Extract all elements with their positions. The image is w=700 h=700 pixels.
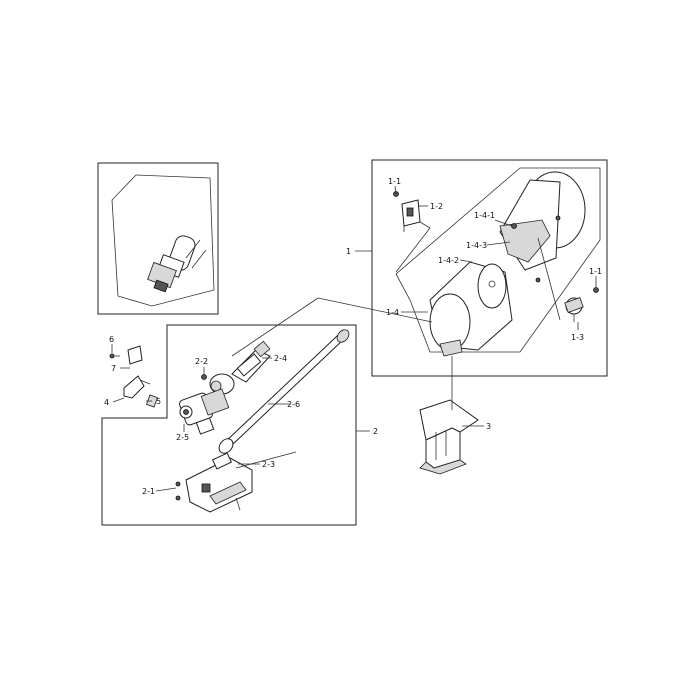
- label-2-3: 2-3: [262, 460, 275, 469]
- label-1-1a: 1-1: [388, 177, 401, 186]
- manifold-bracket: [185, 452, 253, 513]
- label-3: 3: [486, 422, 491, 431]
- burner-tube: [218, 329, 350, 454]
- label-2-6: 2-6: [287, 400, 300, 409]
- label-6: 6: [109, 335, 114, 344]
- label-1: 1: [346, 247, 351, 256]
- group-1-frame: [371, 159, 608, 377]
- gas-valve-assembly: [175, 329, 350, 513]
- label-5: 5: [156, 397, 161, 406]
- label-1-2: 1-2: [430, 202, 443, 211]
- leader-lines: [111, 185, 597, 492]
- sensor-bracket: [401, 199, 421, 232]
- connector-lines: [231, 221, 561, 469]
- burner-bracket: [419, 399, 479, 475]
- group-2-frame: [101, 324, 357, 526]
- label-1-4-3: 1-4-3: [466, 241, 487, 250]
- thermostat: [564, 297, 584, 322]
- rear-cylinder: [499, 171, 586, 271]
- label-2-1: 2-1: [142, 487, 155, 496]
- label-7: 7: [111, 364, 116, 373]
- label-1-4-1: 1-4-1: [474, 211, 495, 220]
- label-2-2: 2-2: [195, 357, 208, 366]
- callout-labels: 1 1-1 1-2 1-4-1 1-4-3 1-4-2 1-1 1-4 1-3 …: [104, 177, 602, 496]
- inset-view-frame: [97, 162, 219, 315]
- label-1-4-2: 1-4-2: [438, 256, 459, 265]
- label-2: 2: [373, 427, 378, 436]
- label-2-5: 2-5: [176, 433, 189, 442]
- label-4: 4: [104, 398, 109, 407]
- heater-housing-assembly: [393, 167, 601, 357]
- inset-assembly: [111, 174, 215, 307]
- label-1-4: 1-4: [386, 308, 399, 317]
- small-parts: [109, 345, 158, 408]
- label-2-4: 2-4: [274, 354, 287, 363]
- front-cylinder: [429, 261, 513, 357]
- label-1-3: 1-3: [571, 333, 584, 342]
- igniter: [231, 340, 271, 383]
- valve-body: [179, 388, 230, 435]
- label-1-1b: 1-1: [589, 267, 602, 276]
